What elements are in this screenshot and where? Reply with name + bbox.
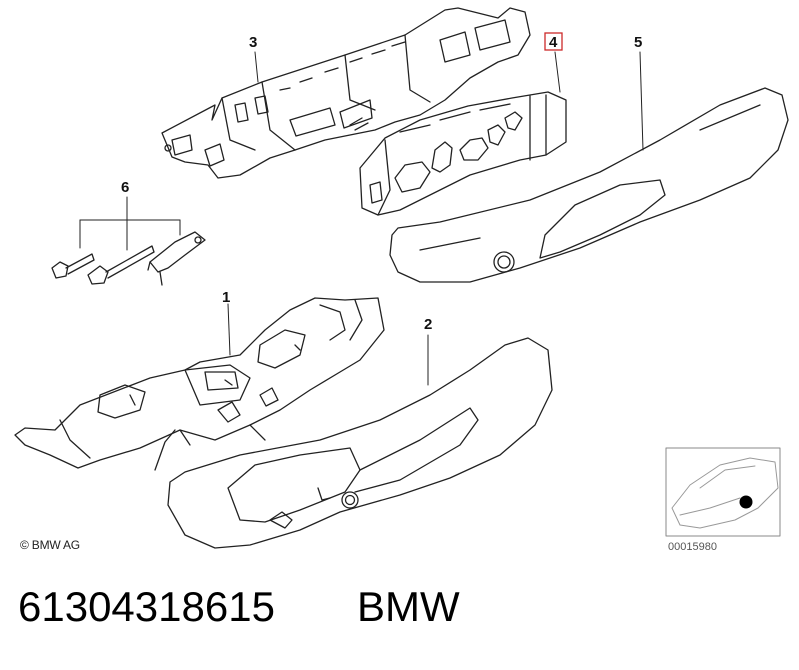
part-3-bracket[interactable] (161, 7, 531, 179)
car-thumbnail (665, 447, 781, 537)
callout-6: 6 (121, 179, 129, 196)
copyright-text: © BMW AG (20, 538, 80, 552)
seat-location-dot (739, 495, 753, 509)
brand-name: BMW (357, 583, 460, 630)
callout-1: 1 (222, 289, 230, 306)
callout-5: 5 (634, 34, 642, 51)
part-1-inner-mechanism[interactable] (14, 297, 385, 471)
part-6-fasteners[interactable] (51, 231, 206, 286)
part-5-outer-cover[interactable] (389, 87, 789, 283)
part-4-switch-module[interactable] (359, 91, 567, 216)
callout-4-highlight-box (544, 32, 563, 51)
callout-3: 3 (249, 34, 257, 51)
reference-number: 00015980 (668, 541, 717, 553)
part-number: 61304318615 (18, 583, 275, 630)
callout-2: 2 (424, 316, 432, 333)
callout-4[interactable]: 4 (549, 34, 558, 51)
part-2-inner-cover[interactable] (167, 337, 553, 549)
